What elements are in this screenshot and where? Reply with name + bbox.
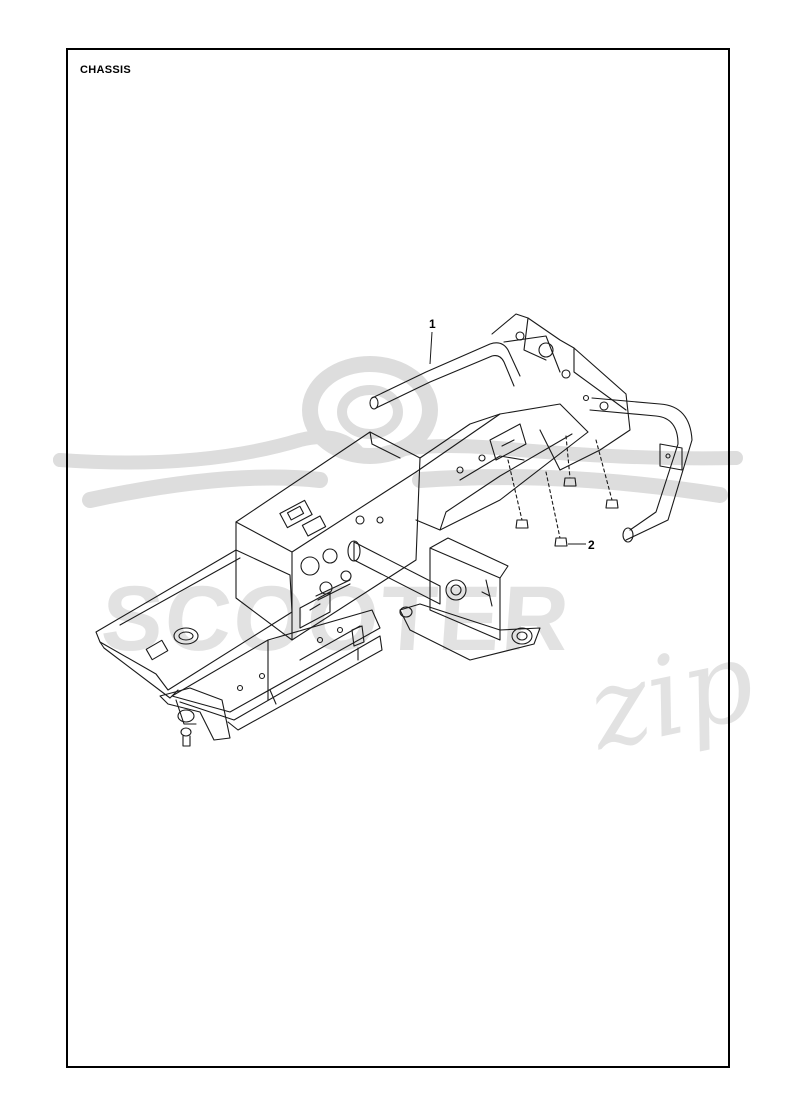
callout-2-label: 2 bbox=[588, 538, 595, 552]
callout-2: 2 bbox=[568, 538, 595, 552]
part-1-tube bbox=[371, 342, 521, 399]
rear-frame-upright bbox=[491, 313, 631, 471]
front-axle-mount bbox=[159, 687, 231, 741]
chassis-drawing bbox=[95, 313, 693, 747]
callout-1-label: 1 bbox=[429, 317, 436, 331]
page-frame: CHASSIS bbox=[66, 48, 730, 1068]
rear-axle-tube bbox=[353, 541, 441, 605]
page-title: CHASSIS bbox=[80, 64, 131, 76]
callout-1: 1 bbox=[429, 317, 436, 365]
left-side-rail bbox=[171, 609, 381, 713]
front-deck-plate bbox=[95, 549, 293, 691]
part-2-fasteners bbox=[507, 435, 619, 547]
